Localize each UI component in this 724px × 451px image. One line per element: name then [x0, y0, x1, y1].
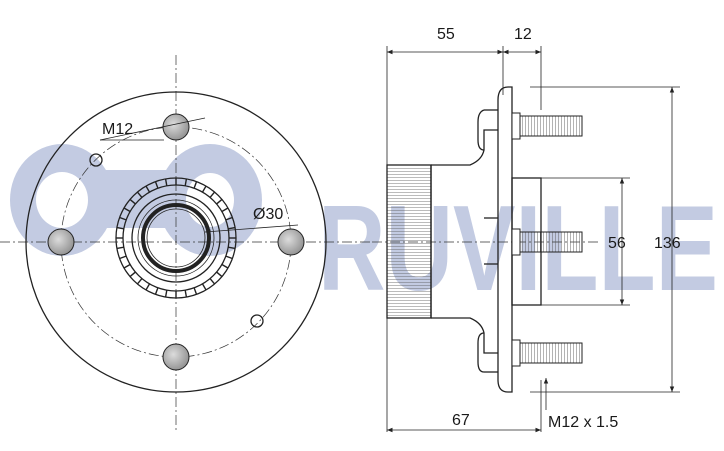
tone-ring-tooth	[145, 185, 151, 193]
bolt-size-label: M12	[102, 121, 133, 138]
wheel-stud-middle	[511, 228, 583, 256]
tone-ring-tooth	[136, 278, 143, 285]
tone-ring-tooth	[225, 216, 233, 221]
tone-ring-tooth	[154, 287, 159, 295]
tone-ring-tooth	[164, 178, 168, 186]
bore-ring	[141, 203, 211, 273]
dimension-67-label: 67	[452, 412, 470, 429]
side-view: 55 12 67 M12 x 1.5 56 136	[372, 26, 681, 433]
tone-ring-tooth	[145, 283, 151, 291]
tone-ring-tooth	[201, 283, 207, 291]
tone-ring-tooth	[129, 198, 136, 205]
thread-spec-label: M12 x 1.5	[548, 414, 618, 431]
dimension-55-label: 55	[437, 26, 455, 43]
tone-ring-tooth	[193, 287, 198, 295]
tone-ring-tooth	[225, 255, 233, 260]
tone-ring-tooth	[136, 191, 143, 198]
bolt-hole-top	[162, 113, 190, 141]
tone-ring-tooth	[228, 226, 236, 230]
locating-hole-lower	[250, 314, 264, 328]
tone-ring-tooth	[193, 181, 198, 189]
tone-ring-tooth	[154, 181, 159, 189]
flange-outline	[25, 91, 327, 393]
wheel-stud-top	[511, 112, 583, 140]
tone-ring-tooth	[221, 207, 229, 213]
tone-ring-tooth	[184, 178, 188, 186]
dimension-136-label: 136	[654, 235, 681, 252]
side-flange	[497, 86, 513, 393]
tone-ring-tooth	[221, 263, 229, 269]
ruville-logo-icon	[10, 144, 262, 256]
tone-ring-tooth	[228, 246, 236, 250]
tone-ring-tooth	[116, 246, 124, 250]
tone-ring-tooth	[123, 263, 131, 269]
tone-ring-tooth	[129, 271, 136, 278]
bore	[146, 208, 206, 268]
bolt-hole-bottom	[162, 343, 190, 371]
hub-outer	[131, 193, 221, 283]
abs-tone-ring	[115, 177, 237, 299]
tone-ring-tooth	[116, 226, 124, 230]
locating-hole-upper	[89, 153, 103, 167]
tone-ring-tooth	[209, 278, 216, 285]
tone-ring-tooth	[119, 216, 127, 221]
bolt-hole-right	[277, 228, 305, 256]
tone-ring-tooth	[123, 207, 131, 213]
dimension-12-label: 12	[514, 26, 532, 43]
bore-diameter-label: Ø30	[253, 206, 283, 223]
tone-ring-tooth	[119, 255, 127, 260]
tone-ring-tooth	[201, 185, 207, 193]
tone-ring-tooth	[184, 290, 188, 298]
wheel-stud-bottom	[511, 339, 583, 367]
dimension-56-label: 56	[608, 235, 626, 252]
tone-ring-tooth	[216, 271, 223, 278]
tone-ring-tooth	[209, 191, 216, 198]
tone-ring-tooth	[216, 198, 223, 205]
tone-ring-tooth	[164, 290, 168, 298]
hub-cylinder	[386, 164, 432, 319]
bolt-hole-left	[47, 228, 75, 256]
front-view: M12 Ø30	[0, 55, 372, 430]
